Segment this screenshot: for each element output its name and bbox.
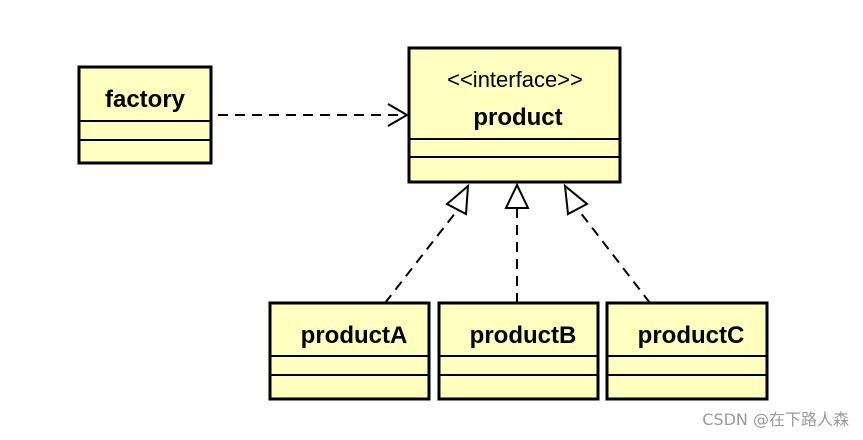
realization-arrowhead-c [563,183,589,216]
class-product[interactable]: <<interface>> product [407,46,622,184]
class-name: productC [638,322,745,349]
class-box [437,301,600,401]
relations [218,103,651,304]
realization-line-c [579,211,651,304]
class-name: productA [301,322,408,349]
dependency-arrowhead [387,103,409,127]
class-name: factory [105,86,186,113]
class-productA[interactable]: productA [268,301,431,401]
class-box [77,65,213,165]
class-box [407,46,622,184]
watermark: CSDN @在下路人森 [702,410,849,429]
realization-line-a [384,211,457,304]
class-name: product [473,104,562,131]
class-factory[interactable]: factory [77,65,213,165]
class-productC[interactable]: productC [605,301,769,401]
class-box [268,301,431,401]
class-name: productB [470,322,577,349]
stereotype-label: <<interface>> [447,67,583,92]
class-productB[interactable]: productB [437,301,600,401]
class-box [605,301,769,401]
realization-arrowhead-b [504,182,530,209]
realization-arrowhead-a [445,183,470,216]
